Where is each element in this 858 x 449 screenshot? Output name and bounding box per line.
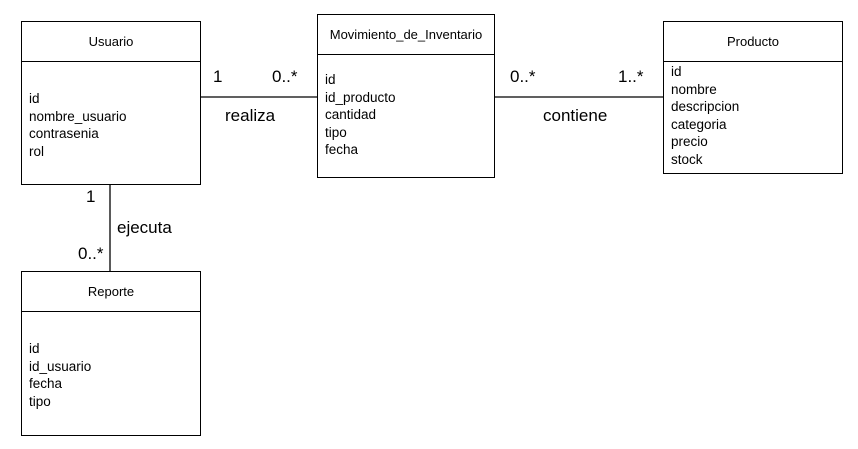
attribute: fecha (29, 376, 63, 391)
attribute-list: id nombre descripcion categoria precio s… (664, 62, 842, 168)
entity-usuario[interactable]: Usuario id nombre_usuario contrasenia ro… (21, 21, 201, 185)
attribute: categoria (671, 116, 727, 132)
attribute: rol (29, 143, 45, 159)
attribute: nombre_usuario (29, 108, 127, 124)
entity-title: Reporte (22, 272, 200, 312)
multiplicity-ejecuta-to: 0..* (78, 244, 104, 263)
attribute: id_usuario (29, 358, 92, 374)
attribute-list: id id_producto cantidad tipo fecha (318, 55, 494, 159)
attribute: id (671, 64, 682, 79)
entity-movimiento-de-inventario[interactable]: Movimiento_de_Inventario id id_producto … (317, 14, 495, 178)
multiplicity-realiza-from: 1 (213, 67, 223, 86)
attribute: cantidad (325, 107, 377, 122)
relationship-label-ejecuta: ejecuta (117, 218, 172, 237)
attribute: nombre (671, 81, 717, 97)
entity-title: Usuario (22, 22, 200, 62)
relationship-label-realiza: realiza (225, 106, 276, 125)
multiplicity-contiene-to: 1..* (618, 67, 644, 86)
attribute: id_producto (325, 89, 396, 105)
attribute: tipo (29, 393, 51, 409)
attribute: fecha (325, 142, 359, 157)
attribute: id (325, 72, 336, 87)
attribute-list: id id_usuario fecha tipo (22, 312, 200, 410)
attribute: tipo (325, 124, 347, 140)
attribute-list: id nombre_usuario contrasenia rol (22, 62, 200, 160)
entity-title: Movimiento_de_Inventario (318, 15, 494, 55)
attribute: id (29, 341, 40, 356)
entity-producto[interactable]: Producto id nombre descripcion categoria… (663, 21, 843, 174)
attribute: stock (671, 151, 703, 167)
multiplicity-realiza-to: 0..* (272, 67, 298, 86)
multiplicity-contiene-from: 0..* (510, 67, 536, 86)
attribute: contrasenia (29, 126, 99, 141)
entity-reporte[interactable]: Reporte id id_usuario fecha tipo (21, 271, 201, 436)
relationship-label-contiene: contiene (543, 106, 608, 125)
multiplicity-ejecuta-from: 1 (86, 187, 96, 206)
attribute: descripcion (671, 99, 740, 114)
attribute: id (29, 91, 40, 106)
attribute: precio (671, 134, 708, 149)
entity-title: Producto (664, 22, 842, 62)
